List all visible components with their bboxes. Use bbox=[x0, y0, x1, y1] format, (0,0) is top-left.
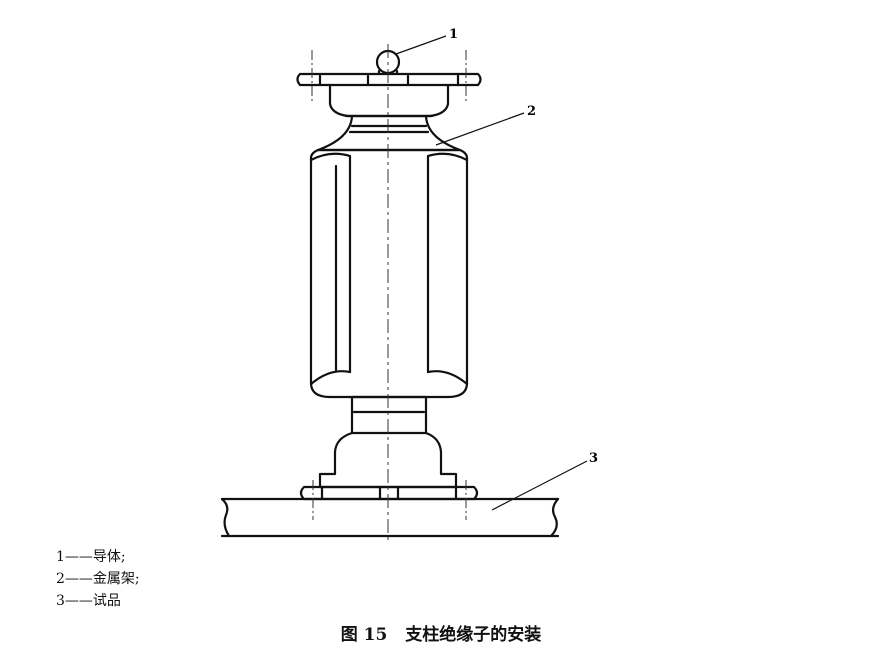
leader-1 bbox=[395, 35, 447, 55]
top-cap bbox=[328, 83, 450, 118]
figure-title: 支柱绝缘子的安装 bbox=[405, 625, 542, 645]
callout-2: 2 bbox=[527, 104, 536, 119]
insulator-body bbox=[309, 148, 469, 399]
callout-3: 3 bbox=[589, 451, 598, 466]
callout-1: 1 bbox=[449, 27, 458, 42]
leader-3 bbox=[491, 460, 588, 511]
legend: 1——导体; 2——金属架; 3——试品 bbox=[56, 546, 140, 612]
figure-number: 图 15 bbox=[340, 625, 388, 645]
base-plate bbox=[220, 497, 560, 538]
legend-item-metal-frame: 2——金属架; bbox=[56, 571, 140, 587]
legend-item-specimen: 3——试品 bbox=[56, 593, 121, 609]
legend-item-conductor: 1——导体; bbox=[56, 549, 126, 565]
top-flange bbox=[296, 72, 482, 87]
figure-caption: 图 15 支柱绝缘子的安装 bbox=[0, 620, 882, 645]
bottom-flange bbox=[299, 485, 479, 501]
lower-neck bbox=[350, 395, 428, 435]
leader-2 bbox=[435, 112, 525, 146]
